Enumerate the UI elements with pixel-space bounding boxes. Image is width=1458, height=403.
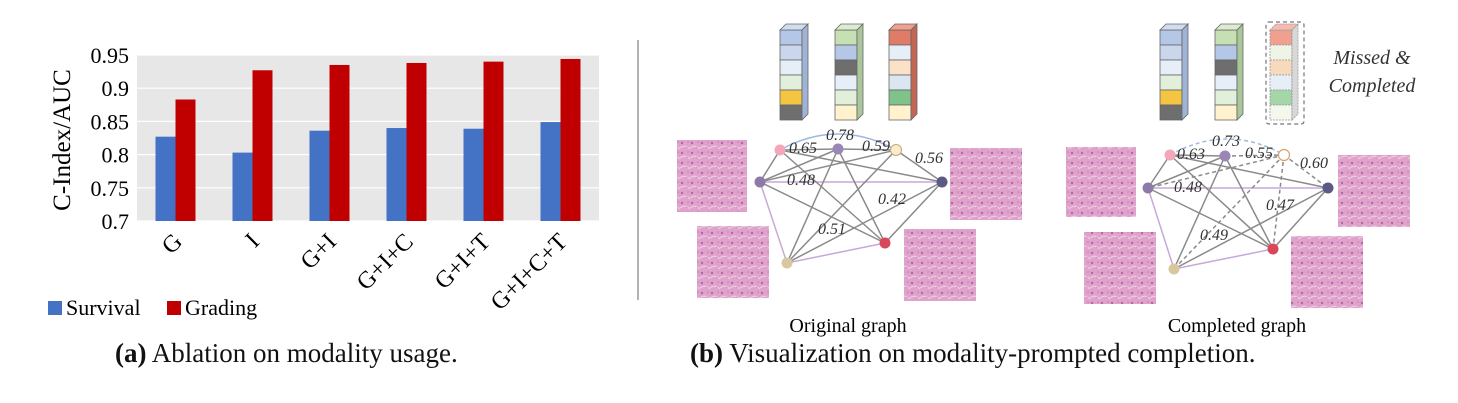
bar-survival-I: [232, 152, 253, 221]
histology-patch: [1291, 236, 1363, 308]
feature-stack-completed: [1269, 23, 1299, 121]
histology-patch: [677, 140, 747, 212]
original-graph-panel: 0.65 0.78 0.59 0.56 0.48 0.42 0.51 Origi…: [677, 23, 1022, 337]
edge-weight: 0.60: [1300, 155, 1328, 172]
histology-patch: [697, 226, 769, 298]
bar-grading-G+I+C+T: [560, 58, 581, 221]
caption-a: (a) Ablation on modality usage.: [115, 338, 458, 369]
graph-node: [890, 144, 902, 156]
graph-node: [1219, 150, 1231, 162]
graph-node: [879, 237, 891, 249]
y-tick-label: 0.95: [91, 43, 130, 68]
bar-survival-G+I+T: [463, 128, 484, 221]
edge-weight: 0.47: [1266, 197, 1295, 214]
bar-grading-G+I+C: [406, 62, 427, 221]
chart-y-ticks: 0.7 0.75 0.8 0.85 0.9 0.95: [91, 43, 130, 234]
edge-weight: 0.78: [826, 127, 854, 144]
bar-survival-G: [155, 136, 176, 221]
histology-patch: [1066, 147, 1136, 217]
edge-weight: 0.65: [789, 140, 817, 157]
graph-node: [832, 143, 844, 155]
histology-patch: [1338, 155, 1410, 227]
edge-weight: 0.63: [1177, 146, 1205, 163]
histology-patch: [1084, 232, 1156, 304]
edge-weight: 0.55: [1245, 145, 1273, 162]
x-tick-label: I: [241, 229, 265, 253]
bar-survival-G+I+C: [386, 128, 407, 221]
caption-b: (b) Visualization on modality-prompted c…: [690, 338, 1256, 369]
legend-swatch-survival: [48, 301, 62, 315]
graph-node: [781, 257, 793, 269]
x-tick-label: G+I+T: [430, 229, 496, 295]
graph-node: [1168, 263, 1180, 275]
caption-a-label: (a): [115, 338, 147, 368]
x-tick-label: G+I: [296, 229, 342, 275]
y-tick-label: 0.75: [91, 176, 130, 201]
chart-gridlines: [137, 54, 599, 222]
bar-grading-I: [252, 70, 273, 221]
feature-stack-genomic: [779, 23, 809, 121]
x-tick-label: G+I+C: [352, 229, 419, 296]
graph-title-completed: Completed graph: [1168, 315, 1306, 337]
graph-node-completed: [1277, 148, 1291, 162]
chart-plot-background: [137, 55, 599, 221]
y-tick-label: 0.85: [91, 109, 130, 134]
y-tick-label: 0.8: [102, 143, 130, 168]
graph-node: [1164, 149, 1176, 161]
legend-swatch-grading: [167, 301, 181, 315]
graph-edges: [1147, 138, 1329, 270]
graph-node: [936, 176, 948, 188]
edge-weight: 0.56: [915, 150, 943, 167]
edge-weight: 0.59: [862, 138, 890, 155]
y-tick-label: 0.7: [102, 209, 130, 234]
bar-grading-G+I: [329, 64, 350, 222]
feature-stack-image: [834, 23, 864, 121]
edge-weight: 0.73: [1212, 133, 1240, 150]
histology-patch: [904, 229, 976, 301]
caption-a-text: Ablation on modality usage.: [146, 338, 458, 368]
histology-patch: [950, 148, 1022, 220]
graph-node: [1267, 243, 1279, 255]
graph-node: [754, 176, 766, 188]
graph-node: [1142, 182, 1154, 194]
graph-node: [1322, 182, 1334, 194]
edge-weight: 0.48: [1174, 179, 1202, 196]
missing-modality-box: [1265, 21, 1305, 125]
x-tick-label: G+I+C+T: [486, 229, 573, 316]
graph-node: [774, 144, 786, 156]
edge-weight: 0.51: [818, 221, 846, 238]
bar-grading-G+I+T: [483, 61, 504, 221]
graph-title-original: Original graph: [789, 315, 906, 337]
caption-b-label: (b): [690, 338, 723, 368]
missed-completed-note: Completed: [1329, 75, 1417, 97]
edge-weight: 0.49: [1200, 227, 1228, 244]
graph-edges: [759, 133, 943, 264]
bar-grading-G: [175, 99, 196, 221]
feature-stack-text: [888, 23, 918, 121]
edge-weight: 0.48: [787, 172, 815, 189]
legend-label-grading: Grading: [185, 295, 257, 320]
bar-survival-G+I: [309, 130, 330, 221]
chart-legend: Survival Grading: [48, 295, 257, 320]
chart-bars: [155, 58, 581, 222]
caption-b-text: Visualization on modality-prompted compl…: [723, 338, 1256, 368]
x-tick-label: G: [157, 229, 188, 260]
bar-survival-G+I+C+T: [540, 122, 561, 221]
legend-label-survival: Survival: [66, 295, 141, 320]
y-tick-label: 0.9: [102, 76, 130, 101]
chart-y-axis-label: C-Index/AUC: [49, 69, 76, 211]
completed-graph-panel: Missed & Completed: [1066, 21, 1417, 337]
edge-weight: 0.42: [878, 191, 906, 208]
missed-completed-note: Missed &: [1332, 47, 1411, 69]
feature-stack-image: [1214, 23, 1244, 121]
feature-stack-genomic: [1159, 23, 1189, 121]
